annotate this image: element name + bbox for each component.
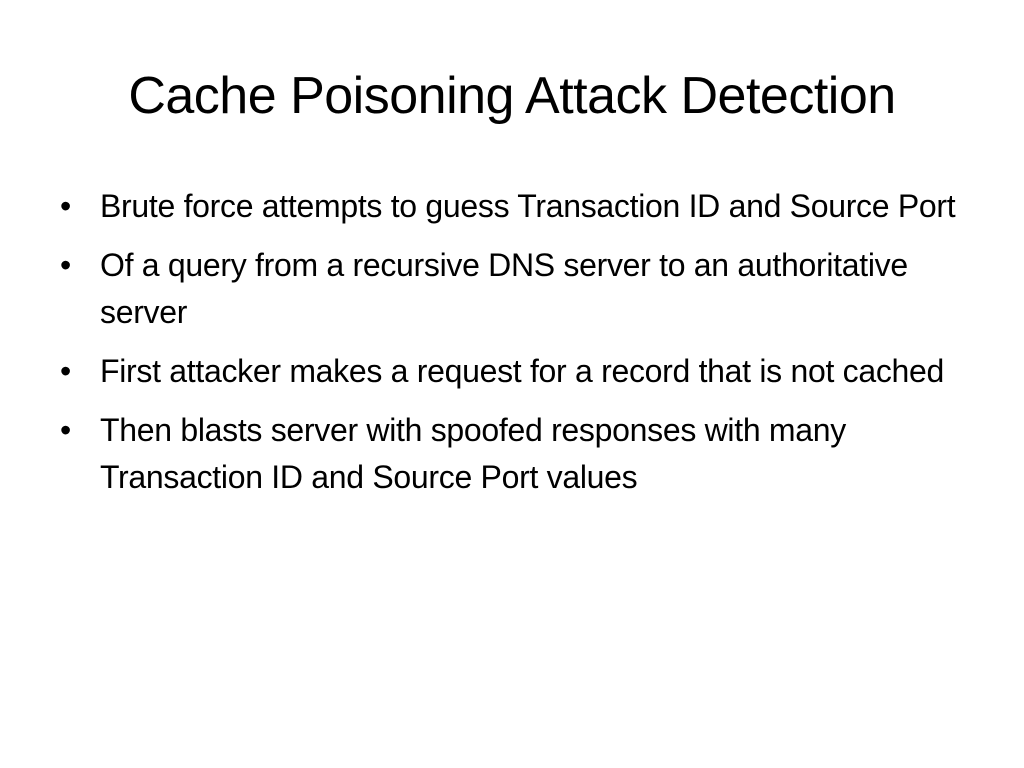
slide-title: Cache Poisoning Attack Detection [128,67,896,125]
bullet-list: • Brute force attempts to guess Transact… [60,183,980,513]
bullet-icon: • [60,247,71,283]
bullet-icon: • [60,412,71,448]
bullet-text: Then blasts server with spoofed response… [100,412,846,495]
bullet-icon: • [60,188,71,224]
bullet-item: • Then blasts server with spoofed respon… [60,407,980,501]
bullet-text: Of a query from a recursive DNS server t… [100,247,908,330]
bullet-item: • First attacker makes a request for a r… [60,348,980,395]
bullet-item: • Brute force attempts to guess Transact… [60,183,980,230]
bullet-text: Brute force attempts to guess Transactio… [100,188,956,224]
bullet-icon: • [60,353,71,389]
bullet-text: First attacker makes a request for a rec… [100,353,945,389]
bullet-item: • Of a query from a recursive DNS server… [60,242,980,336]
